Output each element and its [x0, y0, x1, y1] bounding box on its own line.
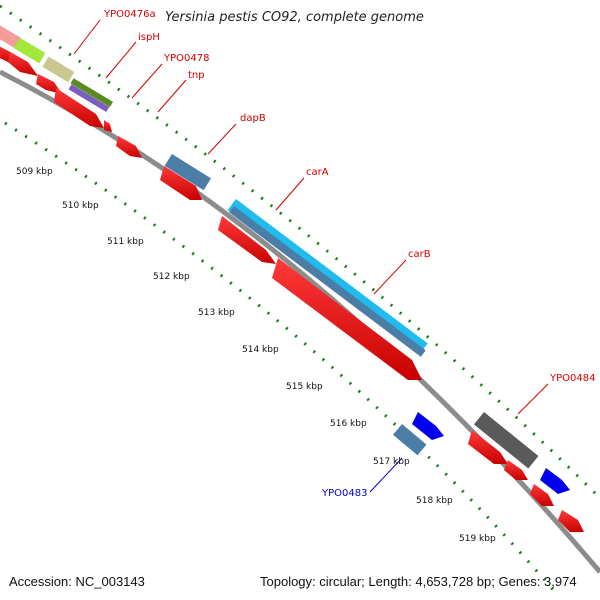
- cds-YPO0484-c: [530, 484, 554, 506]
- tick-label-511: 511 kbp: [107, 237, 144, 247]
- inner-ruler-ring: [4, 121, 557, 593]
- cds-3: [36, 74, 62, 94]
- gene-label-YPO0478: YPO0478: [163, 53, 209, 64]
- genome-summary-text: Topology: circular; Length: 4,653,728 bp…: [260, 574, 577, 589]
- cds-5: [104, 120, 112, 132]
- tick-label-513: 513 kbp: [198, 308, 235, 318]
- gene-label-dapB: dapB: [240, 113, 266, 124]
- cds-carB: [272, 258, 422, 380]
- tick-label-509: 509 kbp: [16, 167, 53, 177]
- tick-label-517: 517 kbp: [373, 457, 410, 467]
- tick-label-515: 515 kbp: [286, 382, 323, 392]
- cds-YPO0484-a: [468, 430, 508, 464]
- cds-YPO0484-d: [558, 510, 584, 532]
- cds-6: [116, 136, 142, 158]
- feature-purple: [68, 84, 110, 113]
- cds-dapB: [160, 166, 202, 200]
- gene-label-tnp: tnp: [188, 70, 205, 81]
- gene-label-YPO0483: YPO0483: [321, 488, 367, 499]
- tick-label-519: 519 kbp: [459, 534, 496, 544]
- accession-text: Accession: NC_003143: [9, 574, 145, 589]
- feature-YPO0483: [393, 423, 427, 456]
- genome-backbone: [0, 69, 600, 574]
- tick-label-518: 518 kbp: [416, 496, 453, 506]
- gene-label-YPO0476a: YPO0476a: [103, 9, 156, 20]
- feature-lightgreen: [13, 37, 46, 64]
- cds-top-left: [0, 22, 142, 158]
- cds-2: [8, 52, 38, 76]
- tick-label-516: 516 kbp: [330, 419, 367, 429]
- cds-YPO0484-b: [504, 460, 528, 480]
- feature-YPO0484: [473, 412, 539, 469]
- feature-olive: [42, 56, 75, 83]
- gene-label-YPO0484: YPO0484: [549, 373, 595, 384]
- feature-darkgreen: [70, 78, 114, 108]
- genome-title: Yersinia pestis CO92, complete genome: [165, 10, 424, 25]
- cds-YPO0484-blue: [540, 468, 570, 494]
- cds-carA: [218, 216, 276, 264]
- feature-pink: [0, 22, 21, 49]
- gene-label-carA: carA: [306, 167, 329, 178]
- gene-label-ispH: ispH: [138, 32, 160, 43]
- cds-YPO0483-blue: [412, 412, 444, 440]
- gene-label-carB: carB: [408, 249, 431, 260]
- cds-4: [54, 88, 104, 128]
- tick-label-510: 510 kbp: [62, 201, 99, 211]
- tick-label-512: 512 kbp: [153, 272, 190, 282]
- feature-dapB: [164, 153, 212, 191]
- feature-carA-carB-outline: [229, 206, 426, 357]
- tick-label-514: 514 kbp: [242, 345, 279, 355]
